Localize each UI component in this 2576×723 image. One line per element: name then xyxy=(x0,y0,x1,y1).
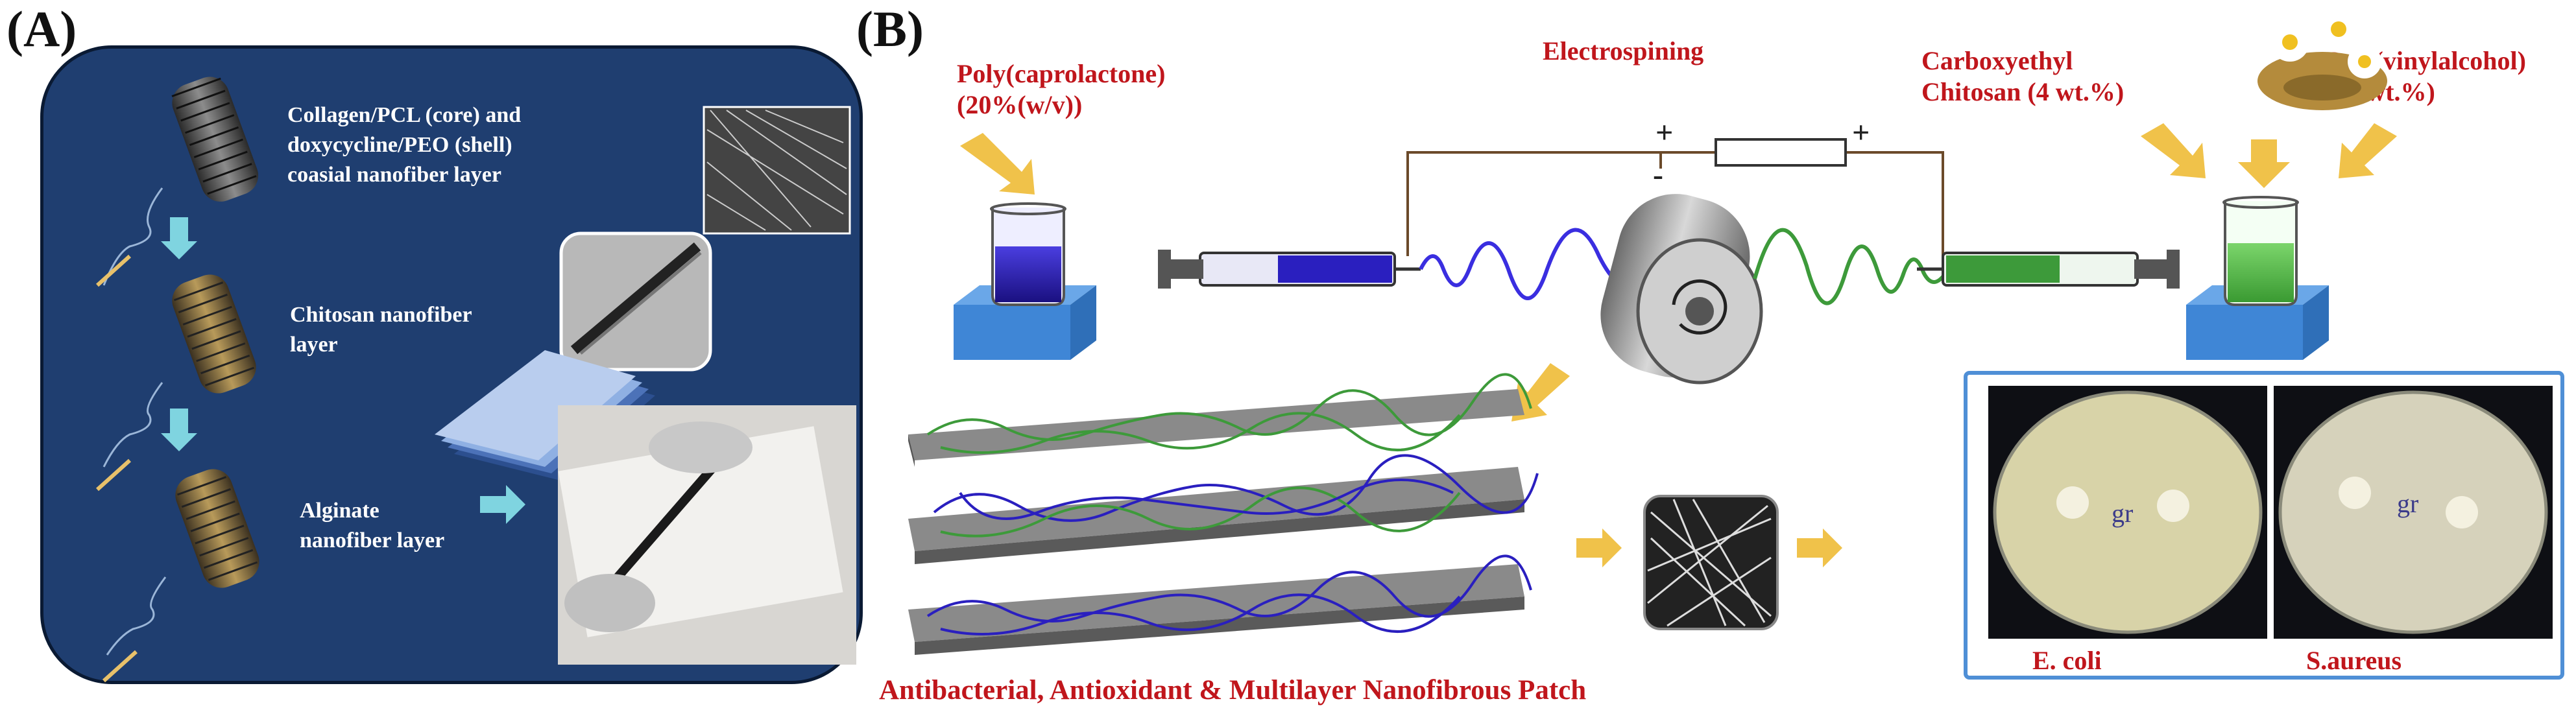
stacked-sheets xyxy=(435,350,655,480)
collector-drum xyxy=(1600,194,1763,385)
plate-label-s-aureus: S.aureus xyxy=(2306,646,2402,675)
left-material-line-2: (20%(w/v)) xyxy=(957,90,1083,119)
layer-3-label: Alginate nanofiber layer xyxy=(300,496,444,556)
patch-caption: Antibacterial, Antioxidant & Multilayer … xyxy=(879,675,1587,705)
panel-b-label: (B) xyxy=(856,1,924,57)
arrow-to-layers xyxy=(1511,363,1570,421)
right-material-1-line-1: Carboxyethyl xyxy=(1921,46,2073,75)
layer-1-label: Collagen/PCL (core) and doxycycline/PEO … xyxy=(287,101,521,190)
arrows-to-right-beaker xyxy=(2141,123,2397,188)
panel-a-label: (A) xyxy=(6,1,77,57)
process-label: Electrospining xyxy=(1543,36,1704,65)
spool-1 xyxy=(171,77,259,202)
down-arrow-1 xyxy=(161,217,197,259)
layer-2-line-2: layer xyxy=(290,333,338,357)
layer-2-line-1: Chitosan nanofiber xyxy=(290,303,472,327)
down-arrow-2 xyxy=(161,409,197,451)
right-beaker-stage xyxy=(2186,285,2329,360)
sem-fibers-image xyxy=(1643,495,1779,630)
spool-3 xyxy=(175,469,259,588)
panel-b-illustration: + + - xyxy=(908,10,2564,680)
right-material-1-line-2: Chitosan (4 wt.%) xyxy=(1921,77,2125,106)
svg-text:gr: gr xyxy=(2397,489,2418,518)
left-material-label: Poly(caprolactone) (20%(w/v)) xyxy=(957,58,1165,121)
layer-1-line-2: doxycycline/PEO (shell) xyxy=(287,133,512,157)
left-material-line-1: Poly(caprolactone) xyxy=(957,59,1166,88)
right-material-1-label: Carboxyethyl Chitosan (4 wt.%) xyxy=(1921,45,2124,108)
right-syringe xyxy=(1917,250,2180,289)
polarity-left: + xyxy=(1655,115,1673,150)
layer-2-label: Chitosan nanofiber layer xyxy=(290,300,472,360)
chamomile-image xyxy=(2257,10,2387,110)
right-beaker xyxy=(2222,196,2299,306)
s-aureus-plate: gr xyxy=(2274,386,2553,639)
layer-sheet-middle xyxy=(908,454,1539,564)
svg-text:gr: gr xyxy=(2112,499,2133,528)
e-coli-plate: gr xyxy=(1988,386,2267,639)
plate-label-e-coli: E. coli xyxy=(2032,646,2102,675)
layer-3-line-2: nanofiber layer xyxy=(300,528,445,552)
layer-sheet-bottom xyxy=(908,554,1532,655)
polarity-right: + xyxy=(1852,115,1870,150)
blue-fiber xyxy=(1419,228,1636,300)
right-arrow xyxy=(480,485,525,524)
sem-image xyxy=(703,106,851,235)
layer-3-line-1: Alginate xyxy=(300,499,379,523)
arrow-to-left-beaker xyxy=(960,133,1035,195)
green-fiber xyxy=(1753,228,1948,305)
layer-1-line-1: Collagen/PCL (core) and xyxy=(287,103,522,127)
left-beaker xyxy=(990,202,1066,306)
left-syringe xyxy=(1158,250,1421,289)
panel-a-illustration xyxy=(95,77,856,683)
resistor xyxy=(1715,138,1847,167)
polarity-center: - xyxy=(1653,158,1663,192)
tem-image xyxy=(559,231,712,372)
layer-sheet-top xyxy=(908,373,1532,467)
arrow-to-plates xyxy=(1797,528,1842,567)
patch-photo xyxy=(558,405,856,665)
spool-2 xyxy=(172,274,256,394)
layer-1-line-3: coasial nanofiber layer xyxy=(287,163,501,187)
arrow-to-sem xyxy=(1576,528,1622,567)
